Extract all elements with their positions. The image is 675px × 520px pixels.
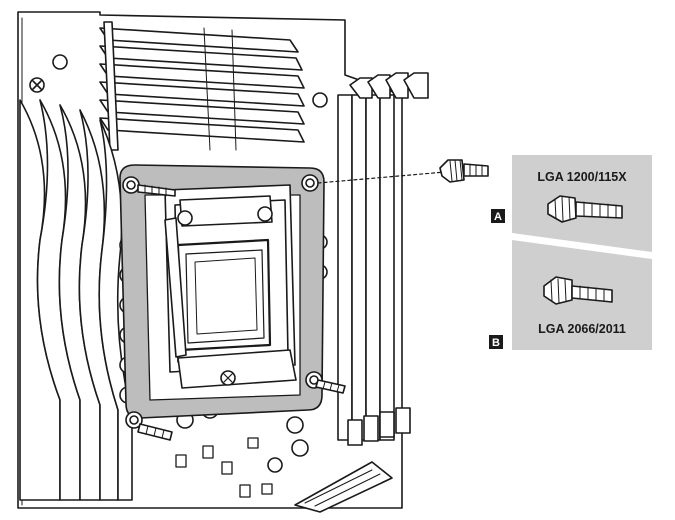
heatsink-screw-left — [29, 54, 68, 93]
callout-a-letter: A — [494, 211, 502, 223]
cpu-socket — [164, 184, 297, 389]
standoff-screw-installed — [137, 184, 346, 441]
bracket-corner-holes — [122, 174, 323, 429]
smd-chips — [175, 437, 273, 498]
callout-a: A LGA 1200/115X — [491, 170, 627, 223]
callout-a-label: LGA 1200/115X — [537, 170, 627, 184]
callout-b-label: LGA 2066/2011 — [538, 322, 626, 336]
callout-panels — [512, 155, 652, 350]
screw-a-icon — [547, 195, 623, 223]
vrm-heatsink-top — [99, 21, 305, 151]
standoff-screw-icon — [439, 159, 489, 183]
pcie-slot — [294, 461, 393, 513]
screw-b-icon — [543, 276, 613, 305]
callout-b-letter: B — [492, 337, 500, 349]
ram-slots — [337, 72, 429, 446]
vrm-heatsink-left — [19, 99, 133, 501]
callout-b: B LGA 2066/2011 — [489, 276, 626, 349]
install-guide-line — [317, 171, 446, 184]
